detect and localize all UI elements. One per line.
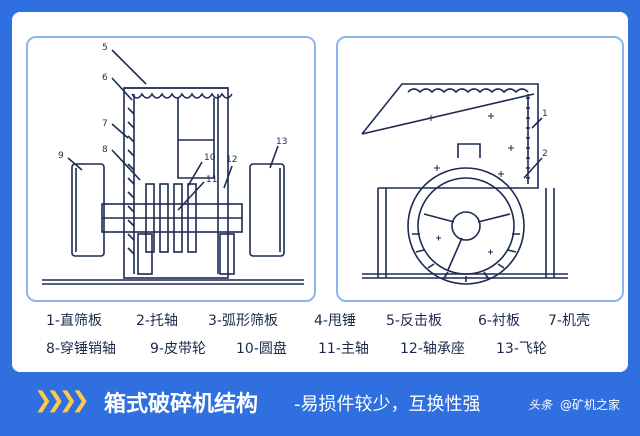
watermark-brand: 头条: [528, 398, 553, 412]
legend-item: 5-反击板: [386, 313, 442, 329]
side-view-diagram: 5 6 7 8 9 10 11 12 13: [42, 43, 304, 285]
label-7: 7: [102, 119, 108, 129]
label-8: 8: [102, 145, 108, 155]
legend-item: 13-飞轮: [496, 341, 547, 357]
label-9: 9: [58, 151, 64, 161]
label-13: 13: [276, 137, 287, 147]
legend-item: 9-皮带轮: [150, 341, 206, 357]
title-banner: ❯❯❯❯ 箱式破碎机结构 -易损件较少，互换性强 头条 @矿机之家: [12, 378, 628, 424]
legend-item: 1-直筛板: [46, 313, 102, 329]
label-12: 12: [226, 155, 237, 165]
watermark: 头条 @矿机之家: [528, 396, 620, 413]
label-6: 6: [102, 73, 108, 83]
legend-item: 8-穿锤销轴: [46, 341, 116, 357]
content-card: 5 6 7 8 9 10 11 12 13: [12, 12, 628, 372]
legend-item: 2-托轴: [136, 313, 178, 329]
legend-item: 4-甩锤: [314, 313, 356, 329]
watermark-account: @矿机之家: [559, 398, 620, 412]
legend-item: 3-弧形筛板: [208, 313, 278, 329]
legend-item: 12-轴承座: [400, 341, 465, 357]
label-1: 1: [542, 109, 548, 119]
label-11: 11: [206, 175, 217, 185]
legend-item: 10-圆盘: [236, 341, 287, 357]
front-view-panel: 1 2: [336, 36, 624, 302]
banner-title: 箱式破碎机结构: [104, 392, 259, 417]
label-5: 5: [102, 43, 108, 53]
front-view-diagram: 1 2: [361, 83, 568, 285]
banner-subtitle: -易损件较少，互换性强: [294, 394, 481, 415]
legend-item: 7-机壳: [548, 313, 590, 329]
legend-item: 11-主轴: [318, 341, 369, 357]
label-2: 2: [542, 149, 548, 159]
chevron-arrows-icon: ❯❯❯❯: [34, 388, 90, 413]
side-view-panel: 5 6 7 8 9 10 11 12 13: [26, 36, 316, 302]
legend-item: 6-衬板: [478, 313, 520, 329]
label-10: 10: [204, 153, 216, 163]
